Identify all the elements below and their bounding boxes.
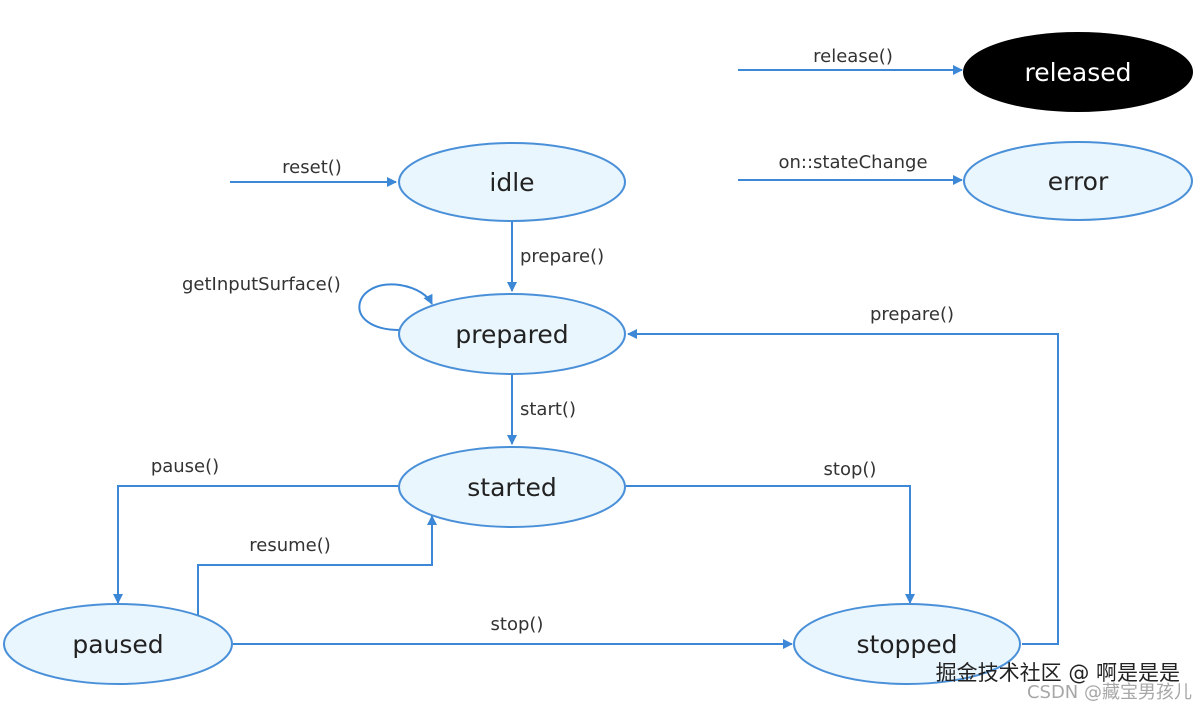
transition-pause: pause() bbox=[113, 456, 398, 604]
transition-release: release() bbox=[738, 46, 963, 75]
resume-arrow bbox=[197, 515, 437, 615]
pause-label: pause() bbox=[151, 456, 219, 477]
transition-prepare-from-stopped: prepare() bbox=[627, 304, 1059, 645]
state-started-label: started bbox=[467, 473, 556, 502]
transition-stop-from-started: stop() bbox=[626, 459, 915, 604]
transition-stop-from-paused: stop() bbox=[233, 614, 793, 649]
state-paused-shape bbox=[3, 603, 233, 685]
transition-prepare-from-idle: prepare() bbox=[507, 222, 604, 292]
state-stopped-label: stopped bbox=[856, 630, 957, 659]
transition-resume: resume() bbox=[197, 515, 437, 615]
on-state-change-label: on::stateChange bbox=[778, 152, 927, 173]
state-paused-label: paused bbox=[72, 630, 163, 659]
pause-arrow bbox=[113, 485, 398, 604]
prepare-from-stopped-label: prepare() bbox=[870, 304, 954, 325]
state-error-shape bbox=[963, 141, 1193, 221]
state-prepared-shape bbox=[398, 293, 626, 375]
get-input-surface-label: getInputSurface() bbox=[182, 274, 341, 295]
transition-start: start() bbox=[507, 375, 576, 445]
state-error-label: error bbox=[1048, 167, 1109, 196]
state-error: error bbox=[963, 141, 1193, 221]
state-started-shape bbox=[398, 446, 626, 528]
state-idle-shape bbox=[398, 142, 626, 222]
get-input-surface-loop bbox=[358, 283, 433, 331]
state-idle-label: idle bbox=[489, 168, 534, 197]
stop-from-started-arrow bbox=[626, 485, 915, 604]
state-prepared-label: prepared bbox=[455, 320, 568, 349]
state-started: started bbox=[398, 446, 626, 528]
watermark-line-2: CSDN @藏宝男孩儿 bbox=[1027, 682, 1192, 703]
state-released-shape bbox=[963, 32, 1193, 112]
prepare-from-stopped-arrow bbox=[627, 329, 1059, 645]
watermark-line-1: 掘金技术社区 @ 啊是是是 bbox=[936, 661, 1180, 685]
start-label: start() bbox=[520, 399, 576, 420]
state-idle: idle bbox=[398, 142, 626, 222]
state-stopped-shape bbox=[793, 603, 1021, 685]
release-label: release() bbox=[813, 46, 893, 67]
state-prepared: prepared bbox=[398, 293, 626, 375]
transition-reset: reset() bbox=[230, 157, 397, 187]
state-paused: paused bbox=[3, 603, 233, 685]
watermark: 掘金技术社区 @ 啊是是是 CSDN @藏宝男孩儿 bbox=[936, 661, 1192, 703]
transition-on-state-change: on::stateChange bbox=[738, 152, 963, 185]
resume-label: resume() bbox=[249, 535, 331, 556]
state-stopped: stopped bbox=[793, 603, 1021, 685]
state-released-label: released bbox=[1024, 58, 1131, 87]
stop-from-paused-label: stop() bbox=[491, 614, 544, 635]
reset-label: reset() bbox=[282, 157, 342, 178]
state-released: released bbox=[963, 32, 1193, 112]
transition-get-input-surface: getInputSurface() bbox=[182, 274, 433, 331]
stop-from-started-label: stop() bbox=[824, 459, 877, 480]
prepare-from-idle-label: prepare() bbox=[520, 246, 604, 267]
